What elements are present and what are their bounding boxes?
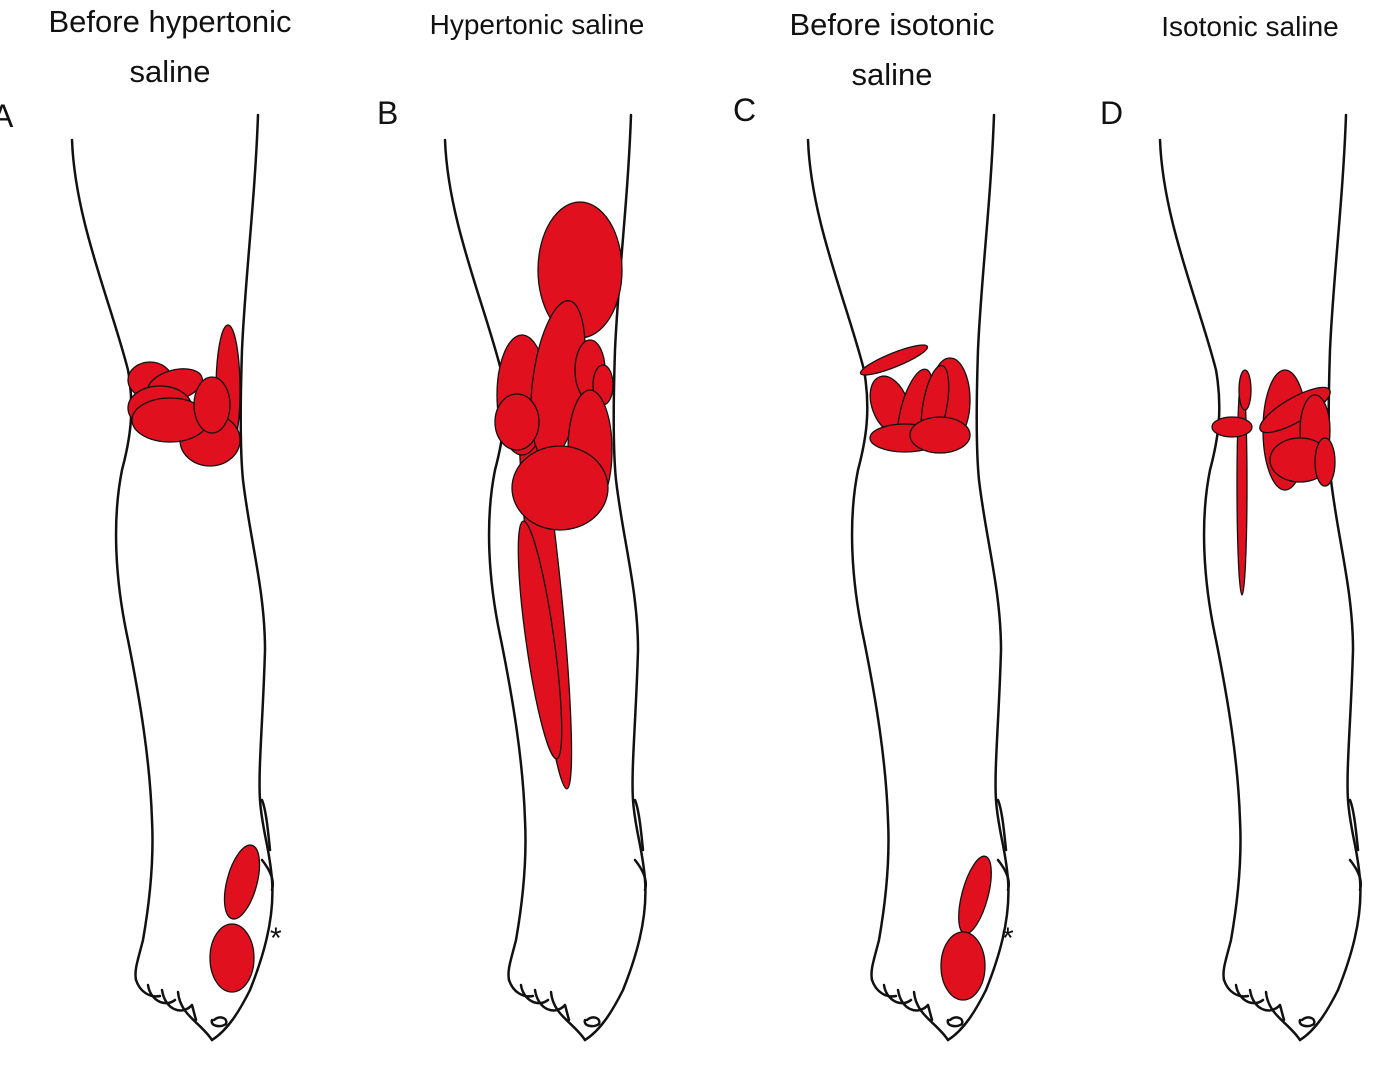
- pain-area: [1211, 416, 1253, 438]
- pain-area: [1314, 437, 1336, 487]
- pain-area: [193, 376, 231, 434]
- title-line: Hypertonic saline: [429, 9, 645, 40]
- panel-b-title: Hypertonic saline: [367, 0, 707, 50]
- leg-d: [1158, 113, 1363, 1042]
- pain-area: [859, 344, 929, 376]
- panel-b-letter: B: [377, 95, 399, 131]
- panel-a-letter: A: [0, 98, 14, 134]
- panel-a-title: Before hypertonic saline: [0, 0, 340, 97]
- pain-areas-b: [494, 201, 623, 790]
- panel-a-asterisk: *: [270, 922, 282, 955]
- pain-area: [958, 855, 992, 935]
- pain-area: [1238, 369, 1252, 411]
- title-line: saline: [129, 54, 211, 89]
- pain-area: [940, 931, 986, 1001]
- pain-areas-d: [1211, 369, 1336, 596]
- panel-c-letter: C: [733, 92, 757, 128]
- pain-area: [209, 923, 255, 993]
- panel-c-title: Before isotonic saline: [722, 0, 1062, 100]
- pain-area: [511, 445, 609, 531]
- pain-area: [909, 416, 971, 454]
- pain-area: [494, 393, 540, 451]
- panel-d-letter: D: [1100, 95, 1124, 131]
- pain-areas-a: [127, 324, 261, 993]
- pain-areas-c: [859, 344, 992, 1001]
- title-line: saline: [851, 57, 933, 92]
- title-line: Isotonic saline: [1161, 11, 1339, 42]
- panel-c-asterisk: *: [1002, 922, 1014, 955]
- pain-area: [223, 844, 261, 920]
- pain-area: [517, 520, 563, 760]
- title-line: Before isotonic: [789, 7, 995, 42]
- panel-d-title: Isotonic saline: [1080, 2, 1390, 52]
- title-line: Before hypertonic: [48, 4, 292, 39]
